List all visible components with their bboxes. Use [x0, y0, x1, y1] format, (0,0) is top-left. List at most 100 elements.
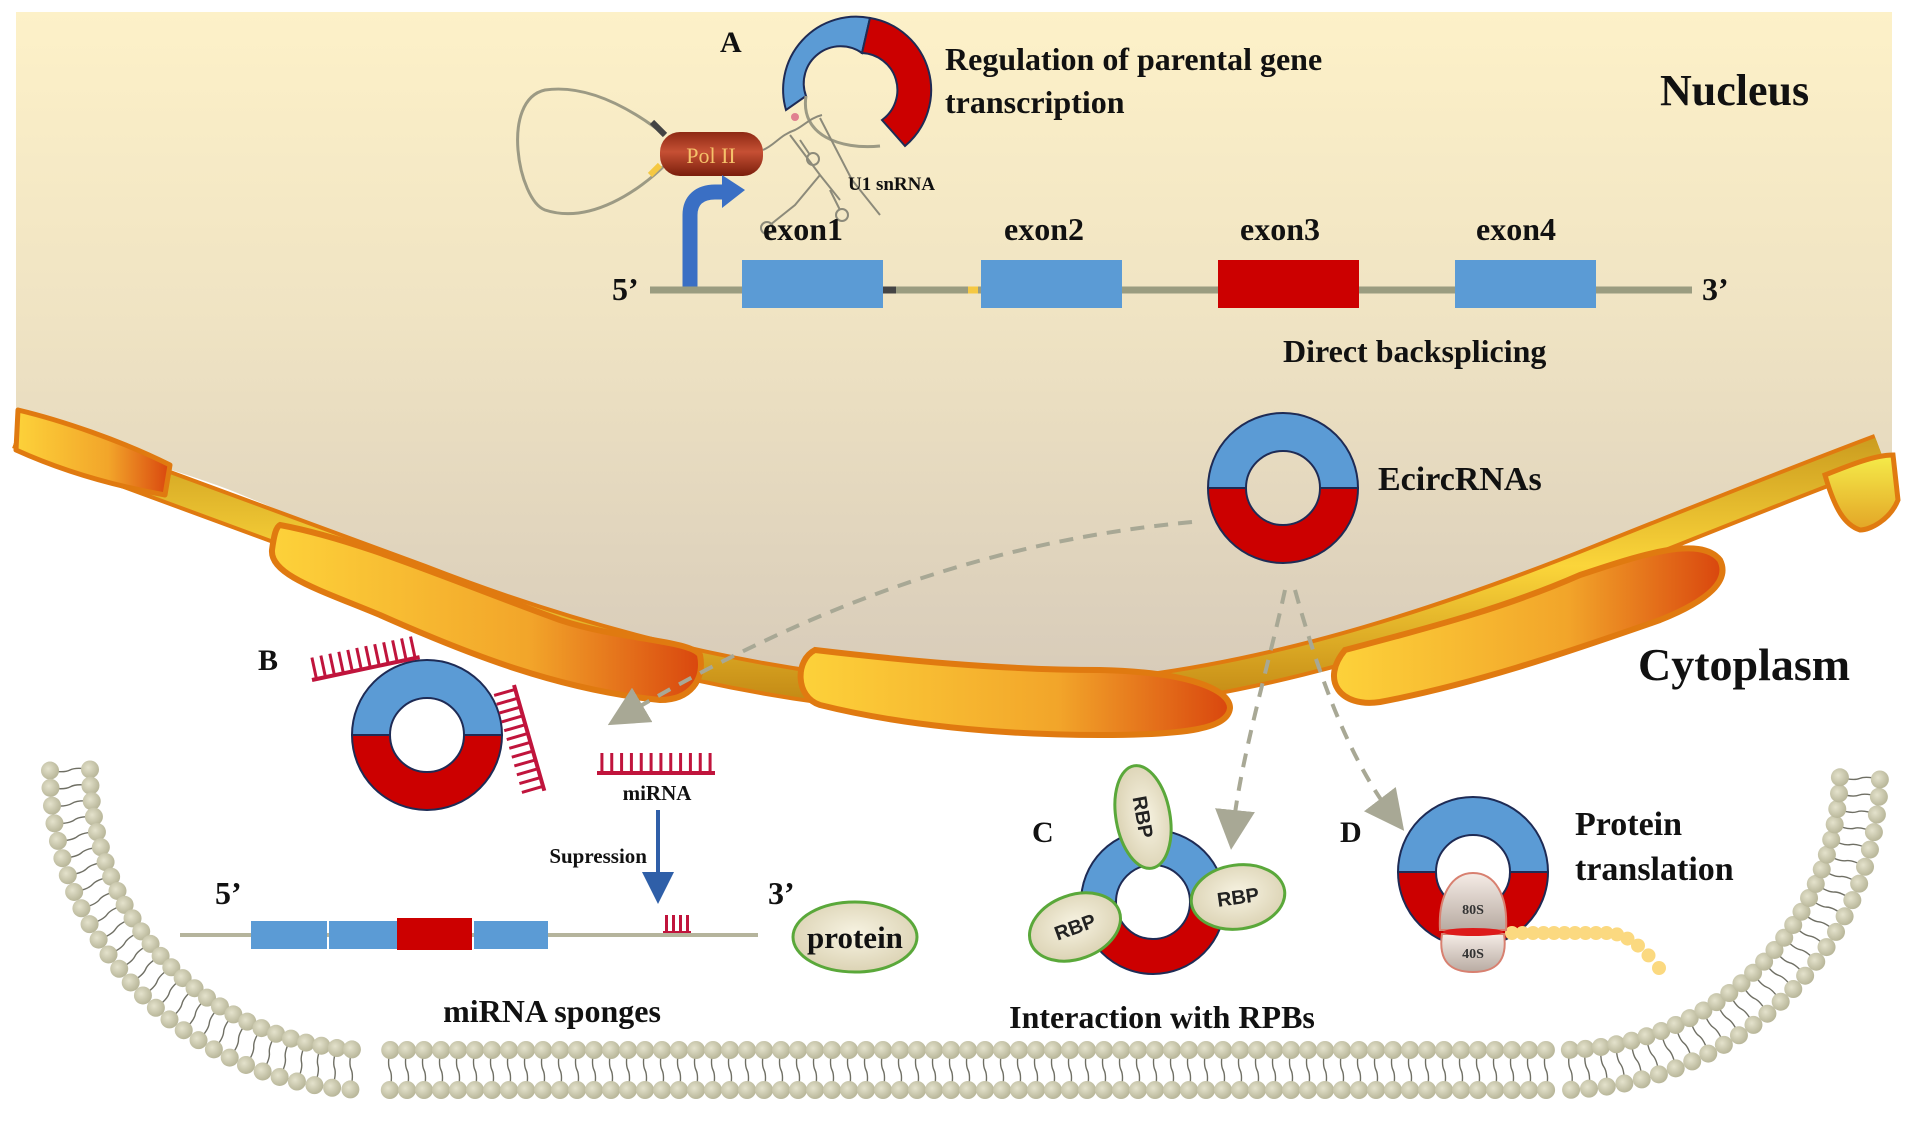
- lipid-head: [189, 1031, 208, 1050]
- mirna-base: [498, 705, 521, 715]
- lipid-head: [1666, 1015, 1685, 1034]
- lipid-head: [755, 1041, 773, 1059]
- lipid-head: [198, 988, 217, 1007]
- lipid-head: [585, 1041, 603, 1059]
- lipid-head: [636, 1041, 654, 1059]
- lipid-head: [1078, 1081, 1096, 1099]
- lipid-head: [305, 1076, 324, 1095]
- lipid-head: [1744, 1015, 1763, 1034]
- ecircrna-center: EcircRNAs: [1206, 412, 1542, 564]
- lipid-head: [1870, 770, 1889, 789]
- lipid-head: [1265, 1081, 1283, 1099]
- circrna-a-intron-arc: [803, 95, 881, 149]
- free-mirna: [597, 753, 715, 775]
- panel-a-letter: A: [720, 26, 742, 59]
- lipid-head: [1683, 1052, 1702, 1071]
- mirna-binding-site: [663, 915, 691, 935]
- lipid-head: [1367, 1041, 1385, 1059]
- lipid-head: [84, 807, 103, 826]
- lipid-head: [1401, 1041, 1419, 1059]
- lipid-head: [432, 1041, 450, 1059]
- lipid-head: [1591, 1037, 1610, 1056]
- lipid-head: [123, 909, 142, 928]
- lipid-head: [253, 1062, 272, 1081]
- amino-acid-bead: [1652, 961, 1666, 975]
- lipid-head: [670, 1081, 688, 1099]
- mirna-label: miRNA: [623, 781, 693, 805]
- tss-arrowhead: [722, 175, 745, 208]
- lipid-head: [976, 1081, 994, 1099]
- protein-ellipse: [791, 900, 919, 974]
- lipid-head: [1299, 1081, 1317, 1099]
- lipid-head: [976, 1041, 994, 1059]
- lipid-head: [1580, 1079, 1599, 1098]
- ribosome-80s-label: 80S: [1462, 903, 1484, 918]
- panel-a-title-line2: transcription: [945, 84, 1125, 120]
- lipid-head: [1812, 860, 1831, 879]
- lipid-head: [1632, 1070, 1651, 1089]
- lipid-head: [1576, 1039, 1595, 1058]
- lipid-head: [874, 1081, 892, 1099]
- lipid-head: [1607, 1035, 1626, 1054]
- lipid-head: [89, 930, 108, 949]
- lipid-head: [327, 1039, 346, 1058]
- lipid-head: [1044, 1041, 1062, 1059]
- lipid-head: [1652, 1022, 1671, 1041]
- panel-a: A Pol II U1 snRNA Regulation of parental…: [516, 15, 1729, 369]
- amino-acid-bead: [1547, 926, 1561, 940]
- lipid-head: [908, 1041, 926, 1059]
- lipid-head: [42, 796, 61, 815]
- lipid-head: [1282, 1081, 1300, 1099]
- lipid-head: [1095, 1081, 1113, 1099]
- lipid-head: [585, 1081, 603, 1099]
- lipid-head: [1129, 1081, 1147, 1099]
- lipid-head: [141, 934, 160, 953]
- lipid-head: [517, 1081, 535, 1099]
- lipid-head: [551, 1081, 569, 1099]
- lipid-head: [653, 1081, 671, 1099]
- lipid-head: [1401, 1081, 1419, 1099]
- mirna-base: [310, 657, 318, 680]
- lipid-head: [91, 838, 110, 857]
- nucleus-label: Nucleus: [1660, 66, 1809, 115]
- amino-acid-bead: [1641, 948, 1656, 963]
- amino-acid-bead: [1610, 927, 1624, 942]
- lipid-head: [1214, 1081, 1232, 1099]
- circrna-b-red-half: [350, 734, 504, 811]
- lipid-head: [874, 1041, 892, 1059]
- lipid-head: [82, 792, 101, 811]
- amino-acid-bead: [1578, 926, 1593, 940]
- mirna-base: [382, 641, 390, 665]
- lipid-head: [58, 866, 77, 885]
- amino-acid-bead: [1631, 938, 1645, 953]
- lipid-head: [687, 1041, 705, 1059]
- lipid-head: [1469, 1041, 1487, 1059]
- lipid-head: [1817, 845, 1836, 864]
- interaction-with-rpbs-caption: Interaction with RPBs: [1009, 999, 1315, 1035]
- lipid-head: [87, 823, 106, 842]
- lipid-head: [806, 1081, 824, 1099]
- lipid-head: [80, 760, 99, 779]
- lipid-head: [1112, 1041, 1130, 1059]
- lipid-head: [121, 973, 140, 992]
- lipid-head: [1806, 874, 1825, 893]
- pol2-complex: [660, 132, 763, 176]
- amino-acid-bead: [1589, 926, 1603, 940]
- lipid-head: [1248, 1081, 1266, 1099]
- plasma-membrane: [41, 760, 1889, 1099]
- lipid-head: [1231, 1081, 1249, 1099]
- lipid-head: [1860, 840, 1879, 859]
- lipid-head: [1835, 907, 1854, 926]
- lipid-head: [738, 1041, 756, 1059]
- dna-loop-yellow-segment: [647, 162, 663, 178]
- lipid-head: [1800, 888, 1819, 907]
- lipid-head: [287, 1072, 306, 1091]
- lipid-head: [41, 778, 60, 797]
- lipid-head: [1469, 1081, 1487, 1099]
- mirna-base: [409, 636, 417, 659]
- lipid-head: [1560, 1040, 1579, 1059]
- amino-acid-bead: [1505, 926, 1519, 940]
- lipid-head: [721, 1041, 739, 1059]
- u1-contact-point: [791, 113, 799, 121]
- lipid-head: [789, 1081, 807, 1099]
